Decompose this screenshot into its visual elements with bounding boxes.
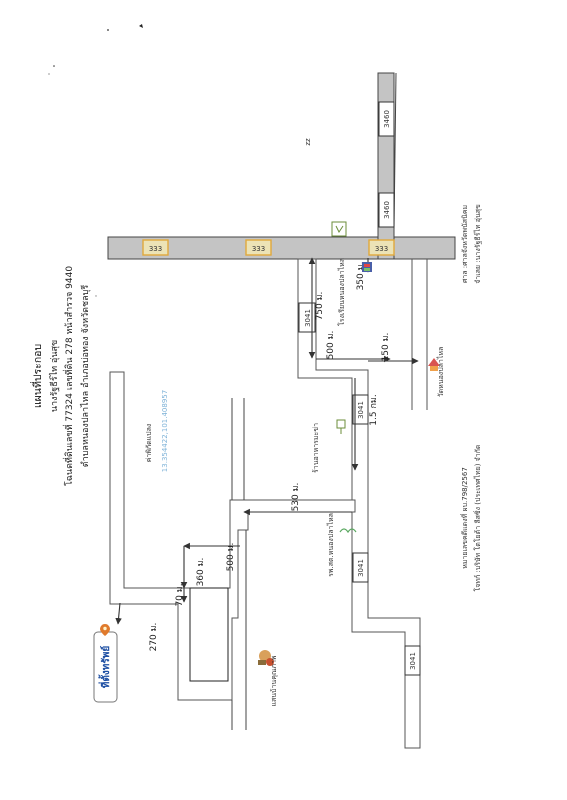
distance-15km-label: 1.5 กม.: [369, 394, 379, 425]
court: ศาล :ศาลจังหวัดพนัสนิคม: [461, 205, 469, 283]
zz-marker: zz: [304, 138, 312, 146]
property-legend-label: ที่ตั้งทรัพย์: [98, 646, 112, 689]
highway-3460-road: [377, 72, 395, 260]
highway-3460-label: 3460: [383, 110, 391, 128]
highway-333-shield-left: 333: [142, 239, 169, 256]
plaintiff: โจทก์ :บริษัท โตโยต้า ลีสซิ่ง (ประเทศไทย…: [473, 445, 482, 592]
owner-name: นางรัฐธีร์ไท อุ่นสุข: [48, 340, 60, 412]
highway-3041-shield-1: 3041: [298, 302, 316, 333]
highway-3041-shield-3: 3041: [352, 552, 369, 583]
health-center-icon: [339, 528, 357, 534]
coordinates-link[interactable]: 13.354422,101.408957: [161, 390, 169, 472]
distance-500b-label: 500 ม.: [326, 331, 336, 360]
coordinates-label: ค่าพิกัดแปลง: [145, 424, 153, 463]
highway-3041-road: [297, 258, 421, 749]
highway-333-label: 333: [252, 245, 265, 253]
highway-3041-label: 3041: [357, 401, 365, 419]
highway-3041-shield-2: 3041: [352, 394, 369, 425]
temple-label: วัดหนองปลาไหล: [436, 347, 445, 398]
highway-3460-label: 3460: [383, 201, 391, 219]
shop-label: ร้านอาหารมะข่า: [312, 423, 320, 473]
garden-icon: [258, 650, 274, 666]
school-icon: [362, 262, 372, 272]
scan-specks: [48, 24, 143, 297]
highway-3041-label: 3041: [304, 309, 312, 327]
case-number: หมายเลขคดีแดงที่ ผบ.798/2567: [460, 467, 469, 569]
health-center-label: รพ.สต.หนองปลาไหล: [326, 513, 335, 577]
title-deed: โฉนดที่ดินเลขที่ 77324 เลขที่ดิน 278 หน้…: [62, 266, 75, 486]
distance-360-label: 360 ม.: [196, 558, 206, 587]
highway-333-shield-right: 333: [368, 239, 395, 256]
distance-270-label: 270 ม.: [149, 623, 159, 652]
distance-70-label: 70 ม.: [175, 583, 185, 606]
distance-150-label: 150 ม.: [381, 333, 391, 362]
highway-3041-label: 3041: [357, 559, 365, 577]
highway-3460-shield-lower: 3460: [378, 192, 395, 228]
highway-333-label: 333: [375, 245, 388, 253]
highway-333-road: [107, 236, 456, 260]
distance-arrow-270: [115, 602, 122, 625]
distance-530-label: 530 ม.: [291, 483, 301, 512]
school-label: โรงเรียนหนองปลาไหล: [337, 258, 346, 326]
distance-750-label: 750 ม.: [315, 292, 325, 321]
highway-333-shield-mid: 333: [245, 239, 272, 256]
property-parcel-box: [189, 587, 229, 682]
highway-333-label: 333: [149, 245, 162, 253]
highway-3041-shield-4: 3041: [404, 645, 421, 676]
highway-3460-shield-upper: 3460: [378, 101, 395, 137]
location-pin-icon: [100, 624, 110, 636]
property-legend: ที่ตั้งทรัพย์: [93, 631, 118, 703]
map-title: แผนที่ประกอบ: [30, 344, 44, 408]
garden-label: แสนบ้านคุณภาพ: [270, 655, 278, 706]
temple-icon: [428, 358, 440, 371]
distance-350-label: 350 ม.: [356, 262, 366, 291]
shop-icon: [336, 419, 346, 434]
distance-500a-label: 500 ม.: [226, 543, 236, 572]
highway-3041-label: 3041: [409, 652, 417, 670]
defendant: จำเลย :นางรัฐธีร์ไท อุ่นสุข: [473, 204, 482, 284]
location-address: ตำบลหนองปลาไหล อำเภอบ่อทอง จังหวัดชลบุรี: [80, 285, 91, 468]
road-sign-icon: [331, 221, 347, 237]
